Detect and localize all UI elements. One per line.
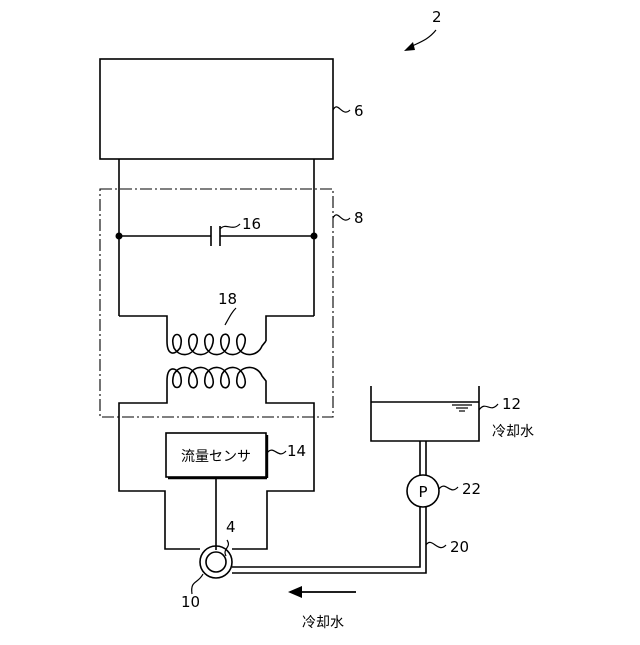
pipe-outer-wall: [232, 507, 420, 567]
power-unit-box: [100, 59, 333, 159]
transformer-boundary: [100, 189, 333, 417]
primary-left-wire: [119, 316, 167, 341]
coupling-inner-ring: [206, 552, 226, 572]
secondary-left-wire: [119, 399, 200, 549]
label-system: 2: [432, 8, 442, 26]
pump-symbol: P: [418, 483, 427, 501]
tank-leader: [479, 404, 498, 410]
flow-sensor-leader: [267, 450, 286, 454]
label-coil: 18: [218, 290, 237, 308]
label-pipe: 20: [450, 538, 469, 556]
coil-leader: [225, 308, 236, 325]
inlet-leader: [192, 574, 203, 594]
secondary-coil: [167, 367, 266, 399]
primary-right-wire: [266, 316, 314, 341]
label-transformer-unit: 8: [354, 209, 364, 227]
label-flow-sensor: 14: [287, 442, 306, 460]
flow-sensor-label: 流量センサ: [181, 449, 251, 465]
primary-coil: [167, 334, 266, 354]
label-capacitor: 16: [242, 215, 261, 233]
secondary-right-wire: [232, 399, 314, 549]
flow-direction-arrowhead: [288, 586, 302, 598]
label-power-unit: 6: [354, 102, 364, 120]
label-tank: 12: [502, 395, 521, 413]
pipe-inner-wall: [232, 507, 426, 573]
system-arrowhead: [404, 42, 415, 51]
label-pump: 22: [462, 480, 481, 498]
pipe-leader: [426, 542, 446, 547]
capacitor-leader: [220, 224, 240, 229]
power-unit-leader: [333, 107, 350, 112]
flow-water-label: 冷却水: [302, 615, 344, 631]
tank-body: [371, 386, 479, 441]
transformer-leader: [333, 215, 350, 220]
pump-leader: [439, 486, 458, 490]
label-inlet: 10: [181, 593, 200, 611]
coupling-outer-ring: [200, 546, 232, 578]
label-coupling: 4: [226, 518, 236, 536]
tank-water-label: 冷却水: [492, 424, 534, 440]
coupling-leader: [225, 540, 228, 556]
